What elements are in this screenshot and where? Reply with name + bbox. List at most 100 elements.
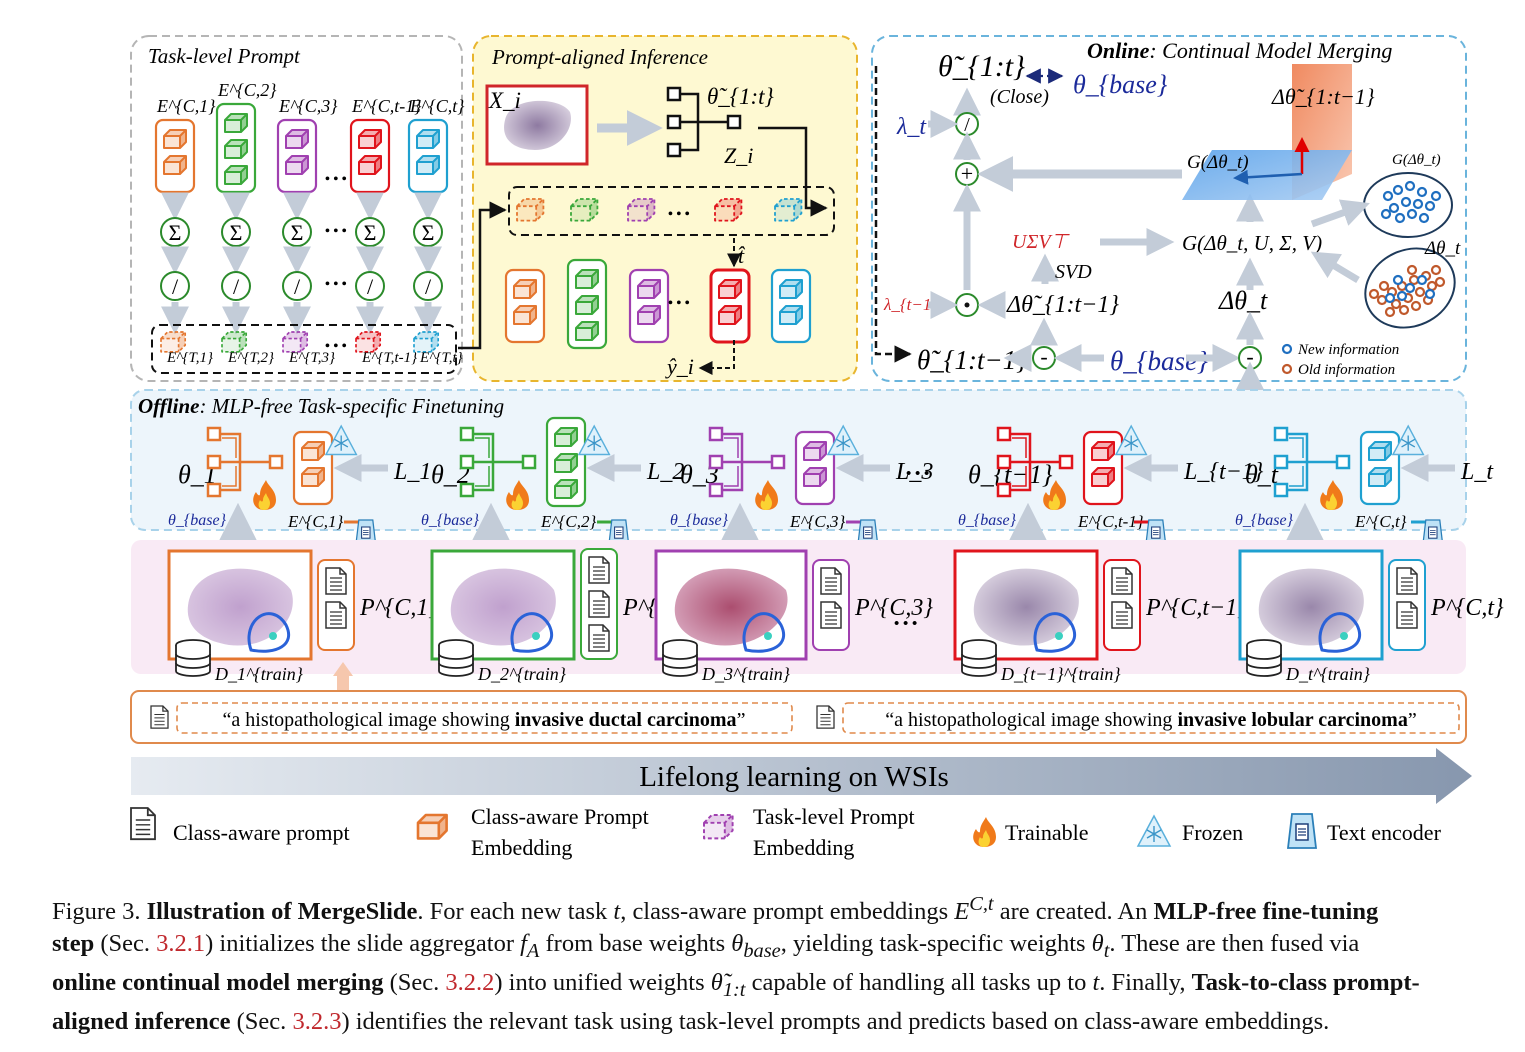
new-info-point [1380, 208, 1392, 220]
prompt-aligned-inference-title: Prompt-aligned Inference [491, 45, 708, 69]
task-embedding-box [151, 324, 457, 374]
lifelong-learning-banner: Lifelong learning on WSIs [131, 748, 1472, 804]
predicted-task-label: t̂ [738, 243, 746, 268]
class-prompt-label: P^{C,1} [359, 595, 438, 621]
base-weights-small-label: θ_{base} [1235, 512, 1294, 529]
legend-doc-icon [130, 807, 156, 841]
online-merging-panel: Online: Continual Model Merging θ̃_{1:t}… [871, 35, 1467, 382]
new-info-point [1400, 196, 1412, 208]
class-group-cube-icon [718, 279, 742, 299]
frozen-embedding-cube-icon [554, 427, 578, 447]
frozen-embedding-cube-icon [554, 453, 578, 473]
lesion-marker [1340, 632, 1348, 640]
base-weights-label: θ_{base} [1073, 70, 1168, 99]
class-prompt-label: P^{C,t−1} [1145, 595, 1247, 621]
average-node [282, 271, 312, 301]
old-info-point [1376, 294, 1388, 306]
text-prompt-row: “a histopathological image showing invas… [130, 662, 1467, 744]
close-label: (Close) [990, 86, 1049, 108]
g-full-label: G(Δθ_t, U, Σ, V) [1182, 231, 1322, 255]
dataset-label: D_t^{train} [1285, 664, 1371, 684]
class-group-cube-icon [513, 279, 537, 299]
average-symbol: / [367, 274, 374, 299]
prompt-text-1: “a histopathological image showing invas… [223, 709, 746, 731]
training-data-item: D_{t−1}^{train}P^{C,t−1} [953, 549, 1247, 684]
old-info-point [1426, 280, 1438, 292]
dataset-icon [662, 639, 698, 677]
cluster-delta-label: Δθ_t [1424, 238, 1461, 259]
training-data-item: D_t^{train} P^{C,t} [1238, 549, 1504, 684]
offline-task-unit: θ_3E^{C,3}L_3θ_{base} [670, 425, 933, 548]
offline-task-units: θ_1E^{C,1}L_1θ_{base}θ_2E^{C,2}L_2θ_{bas… [168, 416, 1494, 548]
slide-tissue [674, 568, 788, 646]
loss-label: L_t [1460, 459, 1494, 485]
task-prompt-to-inference-arrow [458, 201, 507, 350]
class-embedding-cube-icon [163, 129, 187, 149]
prediction-label: ŷ_i [665, 354, 694, 379]
online-title: Online: Continual Model Merging [1087, 38, 1392, 63]
offline-finetuning-panel: Offline: MLP-free Task-specific Finetuni… [130, 389, 1494, 548]
old-info-dot [1281, 363, 1293, 375]
class-group-cube-icon [575, 269, 599, 289]
legend-task-embedding-2: Embedding [753, 835, 854, 860]
legend-snowflake-icon [1137, 815, 1171, 847]
class-embedding-cube-icon [224, 165, 248, 185]
old-info-point [1434, 276, 1446, 288]
legend-flame-icon [973, 817, 996, 847]
class-prompt-doc-icon [1396, 601, 1418, 629]
average-symbol: / [172, 274, 179, 299]
g-to-cluster-arrow [1310, 199, 1370, 228]
prompt-doc-icon-2 [816, 705, 835, 729]
column-dots: • • • [325, 339, 347, 354]
class-prompt-doc-icon [1111, 601, 1133, 629]
task-embedding-label: E^{T,3} [288, 350, 335, 366]
base-weights-small-label: θ_{base} [168, 512, 227, 529]
task-level-prompt-panel: Task-level Prompt E^{C,1}Σ/E^{T,1}E^{C,2… [130, 35, 465, 382]
dataset-label: D_2^{train} [477, 664, 567, 684]
caption-line-2: step (Sec. 3.2.1) initializes the slide … [52, 930, 1360, 963]
dataset-icon [961, 639, 997, 677]
new-info-point [1396, 290, 1408, 302]
base-weights-small-label: θ_{base} [958, 512, 1017, 529]
plane-prev-delta-label: Δθ̃_{1:t−1} [1271, 84, 1375, 109]
legend-old-information: Old information [1298, 362, 1395, 378]
query-task-cube-icon [627, 198, 656, 222]
class-embedding-cube-icon [285, 129, 309, 149]
legend-new-information: New information [1297, 342, 1399, 358]
class-embedding-cube-icon [224, 139, 248, 159]
embedding-label: E^{C,2} [540, 512, 596, 531]
lesion-marker [764, 632, 772, 640]
class-embedding-cube-icon [285, 155, 309, 175]
old-info-point [1430, 264, 1442, 276]
minus-left-symbol: - [1040, 344, 1047, 369]
task-aggregator-icon [708, 426, 786, 498]
class-group-dots: • • • [668, 296, 690, 311]
new-info-point [1392, 274, 1404, 286]
class-group-cube-icon [575, 295, 599, 315]
organ-outline-icon [1318, 612, 1361, 653]
class-prompt-label: P^{C,t} [1430, 595, 1504, 621]
lesion-marker [532, 632, 540, 640]
task-level-prompt-title: Task-level Prompt [148, 44, 301, 68]
loss-label: L_1 [393, 459, 431, 485]
offline-title: Offline: MLP-free Task-specific Finetuni… [138, 394, 504, 418]
class-embedding-label: E^{C,1} [156, 96, 216, 116]
offline-task-unit: θ_1E^{C,1}L_1θ_{base} [168, 425, 431, 548]
query-task-cube-icon [714, 198, 743, 222]
slide-tissue [187, 568, 293, 646]
cluster-g-label: G(Δθ_t) [1392, 152, 1441, 168]
legend-task-embedding-icon [703, 814, 734, 840]
task-embedding-cube-icon [282, 331, 309, 353]
recurrence-arrow [874, 66, 912, 363]
sum-node [282, 217, 312, 247]
minus-right-symbol: - [1246, 344, 1253, 369]
divide-operator-symbol: / [964, 114, 970, 136]
sum-symbol: Σ [230, 220, 243, 245]
organ-outline-icon [247, 612, 290, 653]
dataset-icon [1246, 639, 1282, 677]
sum-symbol: Σ [291, 220, 304, 245]
training-data-panel: D_1^{train}P^{C,1}D_2^{train}P^{C,2}D_3^… [131, 540, 1504, 684]
frozen-embedding-cube-icon [301, 467, 325, 487]
lambda-t-minus-1-label: λ_{t−1} [883, 295, 938, 314]
task-embedding-cube-icon [160, 331, 187, 353]
